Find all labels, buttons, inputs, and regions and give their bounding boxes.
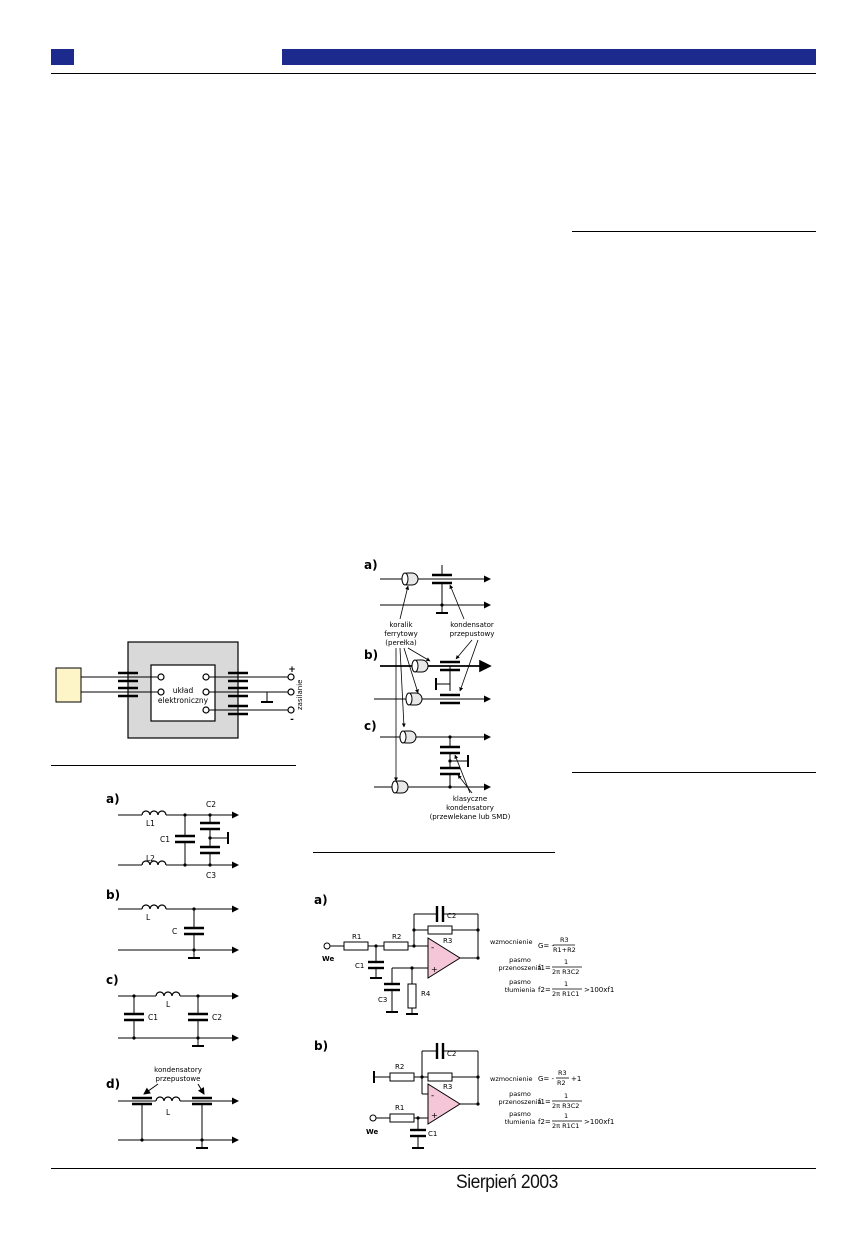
formula-a-f2-prefix: f2=: [538, 986, 551, 994]
opamp-b-R2: R2: [395, 1063, 404, 1071]
figure-shielded-block: układ elektroniczny + - zasilanie: [55, 641, 304, 739]
formula-a-stop-line2: tłumienia: [505, 986, 536, 994]
opamp-b-R1: R1: [395, 1104, 404, 1112]
figure-opamp-filters: a) - + We R1 R2 C2 R3 C1 C3 R: [314, 893, 614, 1149]
formula-a-band-line1: pasmo: [509, 956, 531, 964]
formula-b-gain-den: R2: [557, 1079, 566, 1087]
filter-c-C1: C1: [148, 1013, 158, 1022]
plus-sign: +: [288, 665, 296, 675]
filter-d-tag: d): [106, 1077, 120, 1091]
filter-a-C2: C2: [206, 800, 216, 809]
formula-a-f1-prefix: f1=: [538, 964, 551, 972]
formula-b-f2-prefix: f2=: [538, 1118, 551, 1126]
figure-ferrite-beads: a) koralik ferrytowy (perełka) kondensat…: [364, 558, 511, 821]
filter-c-tag: c): [106, 973, 119, 987]
footer-rule: [51, 1168, 816, 1169]
filter-c-C2: C2: [212, 1013, 222, 1022]
formula-b-gain-label: wzmocnienie: [490, 1075, 532, 1083]
filter-d-L: L: [166, 1108, 171, 1117]
formula-b-gain-num: R3: [558, 1069, 567, 1077]
formula-b-stop-line1: pasmo: [509, 1110, 531, 1118]
opamp-b-plus: +: [431, 1111, 438, 1120]
opamp-b-C1: C1: [428, 1130, 437, 1138]
opamp-a-input: We: [322, 955, 334, 963]
formula-b-f1-num: 1: [564, 1092, 568, 1100]
opamp-b-tag: b): [314, 1039, 328, 1053]
filter-d-label-line2: przepustowe: [156, 1075, 201, 1083]
opamp-a-R2: R2: [392, 933, 401, 941]
filter-b-tag: b): [106, 888, 120, 902]
formula-a-f1-num: 1: [564, 958, 568, 966]
column-rule-middle: [313, 852, 555, 853]
formula-b-f1-prefix: f1=: [538, 1098, 551, 1106]
ferrite-a-tag: a): [364, 558, 378, 572]
filter-b-C: C: [172, 927, 177, 936]
formula-a-f2-den: 2π R1C1: [552, 990, 579, 998]
opamp-a-plus: +: [431, 965, 438, 974]
formula-b-f2-den: 2π R1C1: [552, 1122, 579, 1130]
opamp-a-tag: a): [314, 893, 328, 907]
opamp-a-C3: C3: [378, 996, 387, 1004]
opamp-b-input: We: [366, 1128, 378, 1136]
opamp-a-minus: -: [431, 943, 434, 953]
formula-a-stop-line1: pasmo: [509, 978, 531, 986]
formula-b-band-line1: pasmo: [509, 1090, 531, 1098]
opamp-a-C1: C1: [355, 962, 364, 970]
formula-b-f2-note: >100xf1: [584, 1118, 614, 1126]
box-label-line2: elektroniczny: [158, 696, 209, 705]
opamp-a-R1: R1: [352, 933, 361, 941]
formula-a-f2-num: 1: [564, 980, 568, 988]
header-tab: [51, 49, 74, 65]
ferrite-label-line2: ferrytowy: [384, 630, 417, 638]
formula-b-f1-den: 2π R3C2: [552, 1102, 579, 1110]
footer-issue-date: Sierpień 2003: [456, 1172, 558, 1193]
minus-sign: -: [290, 715, 294, 725]
header-rule: [51, 73, 816, 74]
opamp-a-R3: R3: [443, 937, 452, 945]
column-rule-top-right: [572, 231, 816, 232]
column-rule-left: [51, 765, 296, 766]
filter-a-C3: C3: [206, 871, 216, 880]
opamp-a-R4: R4: [421, 990, 431, 998]
column-rule-bottom-right: [572, 772, 816, 773]
classic-caps-line2: kondensatory: [446, 804, 494, 812]
opamp-b-minus: -: [431, 1091, 434, 1101]
classic-caps-line1: klasyczne: [453, 795, 487, 803]
formula-a-gain-den: R1+R2: [553, 946, 576, 954]
filter-a-L1: L1: [146, 819, 155, 828]
filter-b-L: L: [146, 913, 151, 922]
formula-b-gain-post: +1: [571, 1075, 581, 1083]
supply-label: zasilanie: [296, 680, 304, 710]
box-label-line1: układ: [173, 686, 194, 695]
source-box: [55, 667, 82, 703]
classic-caps-line3: (przewlekane lub SMD): [430, 813, 511, 821]
ferrite-label-line3: (perełka): [385, 639, 417, 647]
formula-b-stop-line2: tłumienia: [505, 1118, 536, 1126]
formula-a-f1-den: 2π R3C2: [552, 968, 579, 976]
filter-a-C1: C1: [160, 835, 170, 844]
formula-a-gain-num: R3: [560, 936, 569, 944]
ferrite-b-tag: b): [364, 648, 378, 662]
filter-d-label-line1: kondensatory: [154, 1066, 202, 1074]
opamp-b-C2: C2: [447, 1050, 456, 1058]
formula-a-band-line2: przenoszenia: [498, 964, 541, 972]
figure-lc-filters: a) L1 L2 C1 C2 C3 b) L C c): [106, 792, 239, 1149]
formula-a-f2-note: >100xf1: [584, 986, 614, 994]
feedthrough-label-line2: przepustowy: [450, 630, 495, 638]
formula-b-gain-prefix: G= -: [538, 1075, 555, 1083]
formula-b-f2-num: 1: [564, 1112, 568, 1120]
filter-c-L: L: [166, 1000, 171, 1009]
opamp-a-C2: C2: [447, 912, 456, 920]
formula-b-band-line2: przenoszenia: [498, 1098, 541, 1106]
header-bar: [282, 49, 816, 65]
opamp-b-R3: R3: [443, 1083, 452, 1091]
formula-a-gain-label: wzmocnienie: [490, 938, 532, 946]
ferrite-label-line1: koralik: [389, 621, 413, 629]
ferrite-c-tag: c): [364, 719, 377, 733]
formula-a-gain-prefix: G= -: [538, 942, 555, 950]
filter-a-L2: L2: [146, 854, 155, 863]
feedthrough-label-line1: kondensator: [450, 621, 494, 629]
filter-a-tag: a): [106, 792, 120, 806]
